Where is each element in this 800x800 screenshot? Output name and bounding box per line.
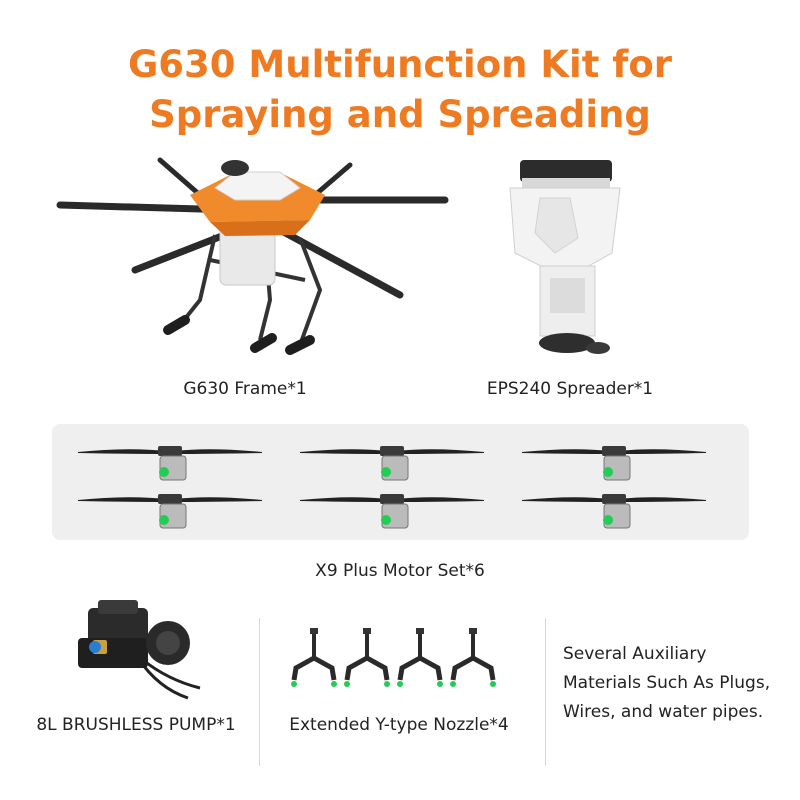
motor-unit xyxy=(78,494,262,529)
nozzle-caption: Extended Y-type Nozzle*4 xyxy=(289,715,509,735)
motor-unit xyxy=(78,446,262,481)
nozzle-unit xyxy=(291,628,337,687)
motor-set-image xyxy=(78,446,706,529)
motor-unit xyxy=(300,494,484,529)
motor-set-caption: X9 Plus Motor Set*6 xyxy=(315,561,485,581)
drone-frame-image xyxy=(56,157,449,355)
pump-caption: 8L BRUSHLESS PUMP*1 xyxy=(36,715,236,735)
pump-image xyxy=(78,600,201,700)
motor-unit xyxy=(522,446,706,481)
motor-unit xyxy=(522,494,706,529)
frame-caption: G630 Frame*1 xyxy=(183,379,307,399)
motor-unit xyxy=(300,446,484,481)
nozzle-unit xyxy=(450,628,496,687)
nozzle-unit xyxy=(397,628,443,687)
nozzle-unit xyxy=(344,628,390,687)
motor-set-panel xyxy=(52,424,749,540)
nozzle-image xyxy=(291,628,496,687)
title-line-2: Spraying and Spreading xyxy=(149,93,651,136)
aux-line-2: Materials Such As Plugs, xyxy=(563,673,771,693)
spreader-image xyxy=(509,160,621,354)
divider-left xyxy=(259,618,260,766)
title-line-1: G630 Multifunction Kit for xyxy=(127,43,673,86)
aux-line-1: Several Auxiliary xyxy=(563,644,707,664)
auxiliary-materials-text: Several Auxiliary Materials Such As Plug… xyxy=(563,640,793,727)
page-title: G630 Multifunction Kit for Spraying and … xyxy=(0,40,800,140)
spreader-caption: EPS240 Spreader*1 xyxy=(486,379,654,399)
divider-right xyxy=(545,618,546,766)
aux-line-3: Wires, and water pipes. xyxy=(563,702,764,722)
